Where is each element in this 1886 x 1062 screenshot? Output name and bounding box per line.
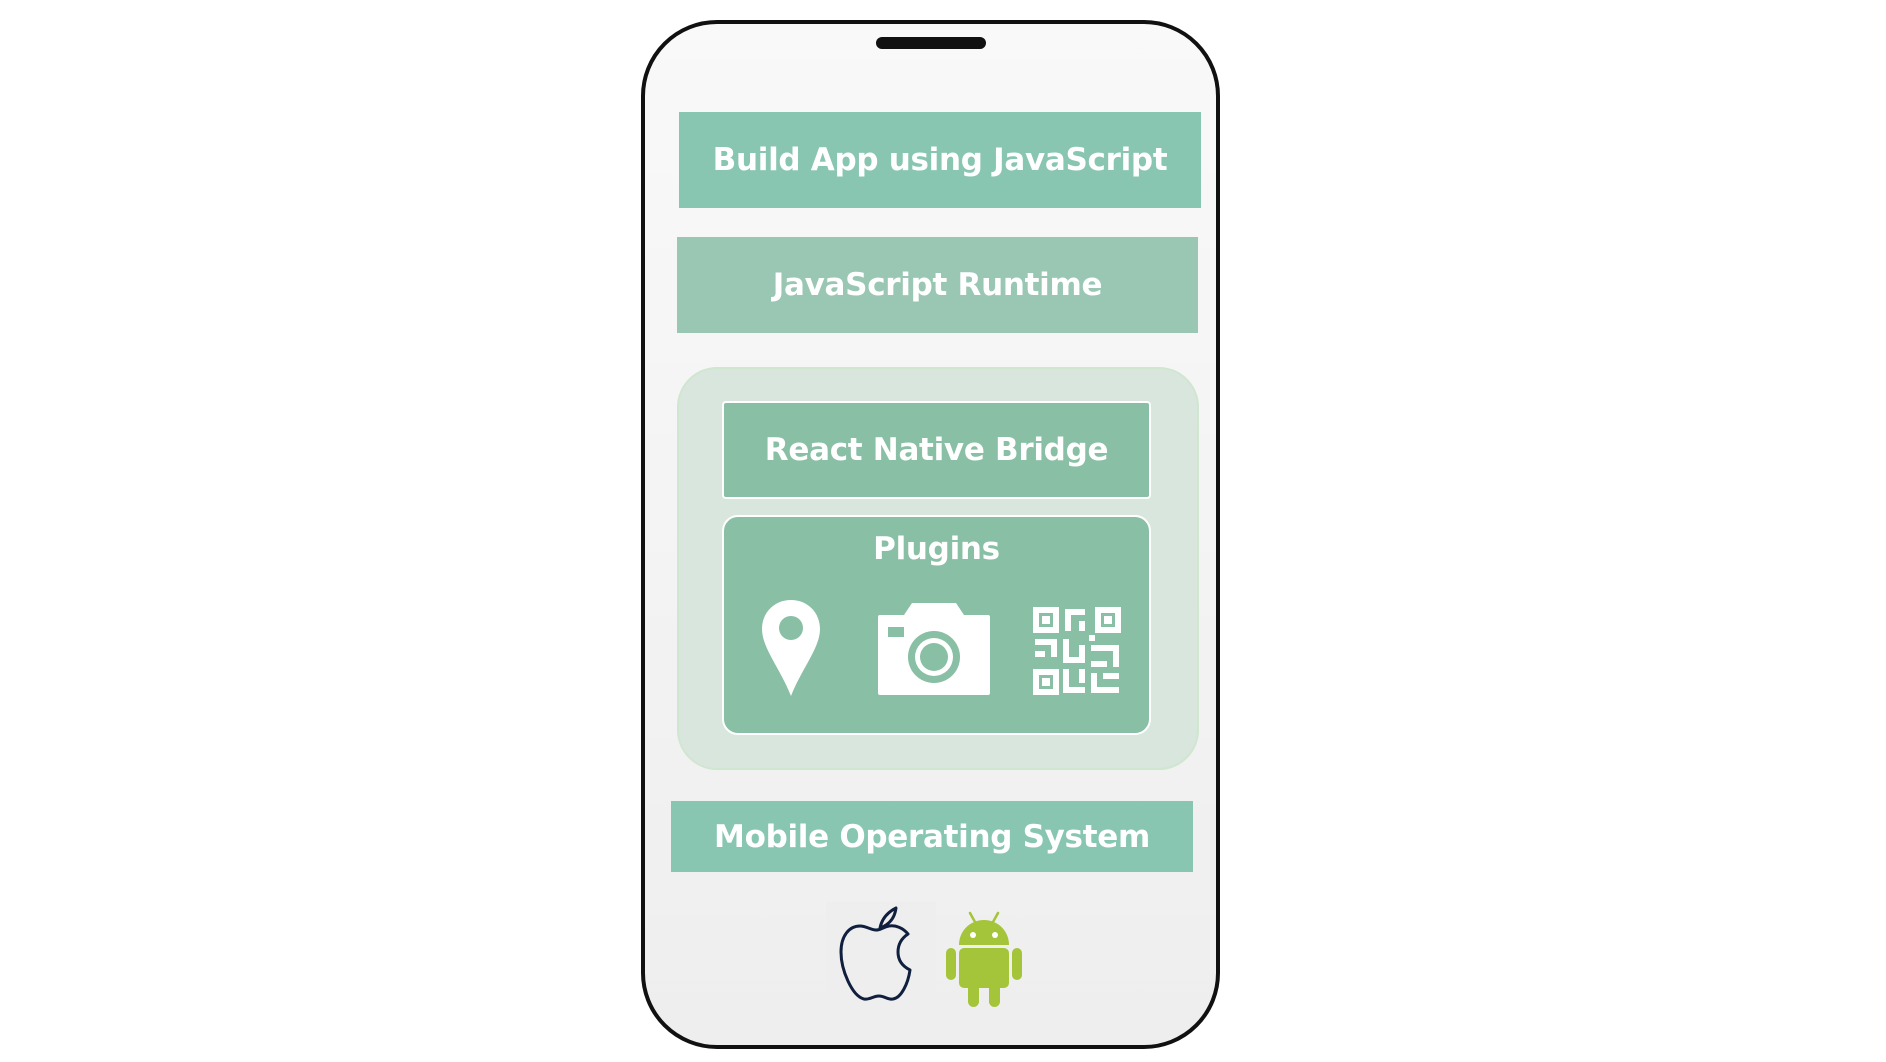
runtime-layer-box: JavaScript Runtime xyxy=(677,237,1198,333)
apple-logo-background xyxy=(826,902,936,1007)
runtime-layer-label: JavaScript Runtime xyxy=(772,267,1103,303)
camera-icon xyxy=(878,603,990,695)
bridge-layer-box: React Native Bridge xyxy=(722,401,1151,499)
plugins-label: Plugins xyxy=(873,531,1000,567)
app-layer-label: Build App using JavaScript xyxy=(712,142,1168,178)
os-layer-label: Mobile Operating System xyxy=(714,818,1150,855)
android-icon xyxy=(946,911,1022,1007)
phone-speaker xyxy=(876,37,986,49)
apple-icon xyxy=(839,906,912,1001)
os-layer-box: Mobile Operating System xyxy=(671,801,1193,872)
bridge-layer-label: React Native Bridge xyxy=(764,432,1109,468)
location-pin-icon xyxy=(762,600,820,696)
app-layer-box: Build App using JavaScript xyxy=(679,112,1201,208)
qr-code-icon xyxy=(1033,607,1121,695)
